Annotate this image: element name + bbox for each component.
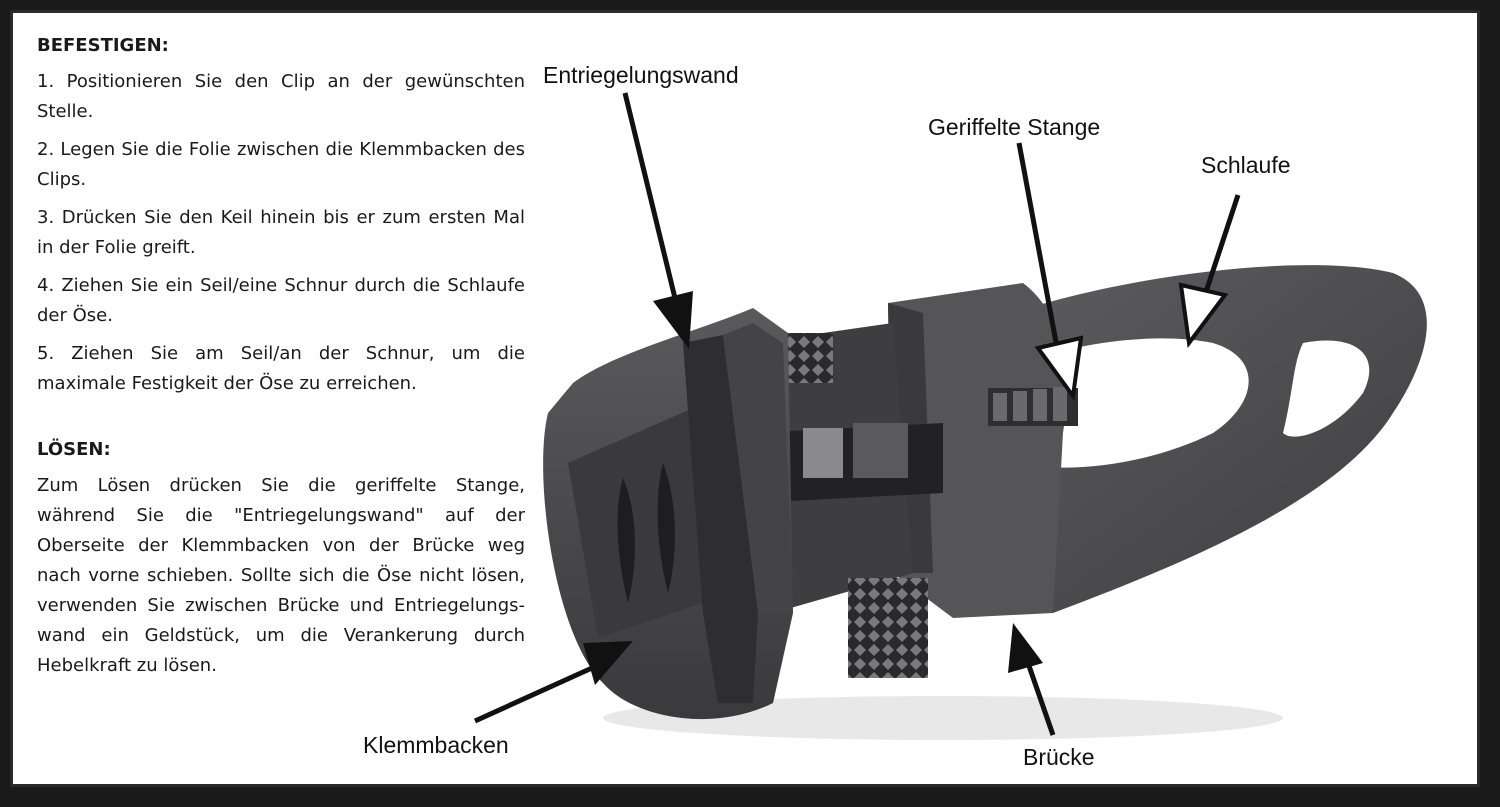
attach-title: BEFESTIGEN: (37, 35, 169, 56)
release-title: LÖSEN: (37, 439, 111, 460)
attach-step-2: 2. Legen Sie die Folie zwischen die Klem… (37, 139, 525, 190)
jaws-groove-2 (657, 463, 675, 593)
arrow-entriegelungswand-head (653, 291, 693, 349)
release-wall-side (723, 323, 793, 613)
release-wall (683, 335, 758, 703)
clip-shadow (603, 696, 1283, 740)
label-klemmbacken: Klemmbacken (363, 732, 509, 758)
attach-step-3: 3. Drücken Sie den Keil hinein bis er zu… (37, 207, 525, 258)
release-text: Zum Lösen drücken Sie die geriffelte Sta… (37, 475, 525, 676)
arrow-schlaufe-head (1178, 282, 1229, 349)
arrow-entriegelungswand-shaft (622, 92, 686, 332)
wedge-ribs (853, 423, 908, 478)
label-bruecke: Brücke (1023, 744, 1095, 770)
grip-teeth-bottom (848, 578, 928, 678)
arrow-klemmbacken-shaft (473, 660, 605, 724)
clip-diagram: Entriegelungswand Geriffelte Stange Schl… (363, 62, 1427, 770)
arrow-geriffelte-stange-head (1034, 335, 1084, 402)
arrow-schlaufe-shaft (1200, 194, 1241, 302)
label-geriffelte-stange: Geriffelte Stange (928, 114, 1100, 140)
arrow-geriffelte-stange-shaft (1016, 142, 1061, 354)
loop-gap (1283, 340, 1370, 437)
instructions-panel: BEFESTIGEN: 1. Positionieren Sie den Cli… (37, 31, 525, 681)
image-frame: BEFESTIGEN: 1. Positionieren Sie den Cli… (10, 10, 1480, 787)
arrow-bruecke-shaft (1025, 662, 1056, 736)
label-schlaufe: Schlaufe (1201, 152, 1291, 178)
attach-step-1: 1. Positionieren Sie den Clip an der gew… (37, 71, 525, 122)
attach-step-4: 4. Ziehen Sie ein Seil/eine Schnur durch… (37, 275, 525, 326)
arrow-klemmbacken-head (583, 641, 633, 685)
attach-step-5: 5. Ziehen Sie am Seil/an der Schnur, um … (37, 343, 525, 394)
jaws-groove-1 (617, 478, 635, 603)
label-entriegelungswand: Entriegelungswand (543, 62, 739, 88)
bridge-block (888, 283, 1067, 618)
wedge-tip (803, 428, 843, 478)
ribbed-rod (988, 387, 1078, 426)
arrow-bruecke-head (1008, 623, 1043, 673)
